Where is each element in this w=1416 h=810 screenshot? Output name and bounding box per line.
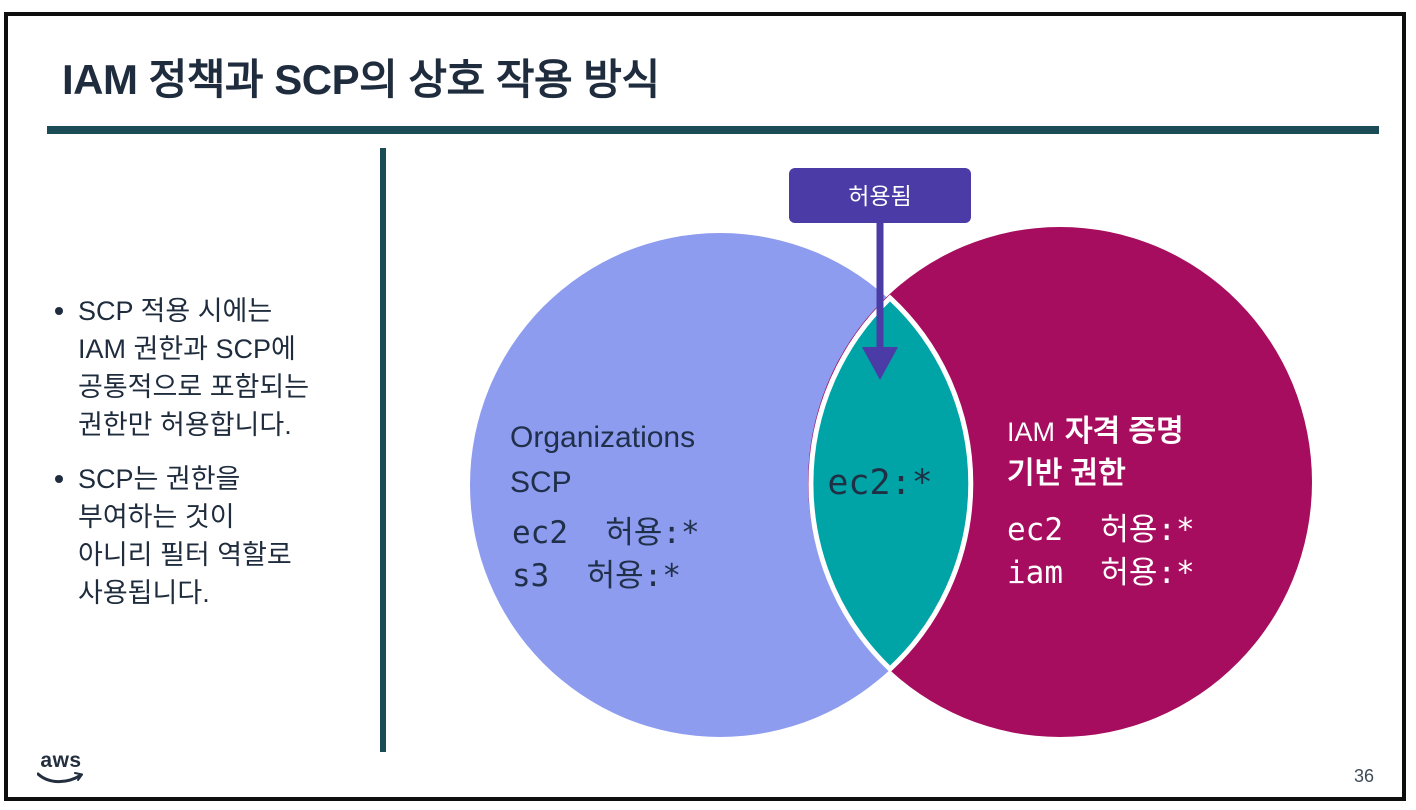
intersection-lens [808,294,974,673]
list-item: SCP 적용 시에는 IAM 권한과 SCP에 공통적으로 포함되는 권한만 허… [55,292,375,444]
bullet-list: SCP 적용 시에는 IAM 권한과 SCP에 공통적으로 포함되는 권한만 허… [55,292,375,612]
aws-smile-icon [37,772,83,784]
bullet-dot-icon [55,475,63,483]
bullet-line: SCP는 권한을 [78,464,241,494]
left-circle-name-line1: Organizations [510,421,695,454]
intersection-label: ec2:* [827,463,932,503]
aws-logo-text: aws [40,749,82,772]
bullet-line: IAM 권한과 SCP에 [78,334,296,364]
bullet-line: 권한만 허용합니다. [78,410,292,440]
right-circle-name-bold: 자격 증명 [1065,415,1184,448]
allowed-arrow-head [862,347,898,380]
page-title: IAM 정책과 SCP의 상호 작용 방식 [62,56,660,103]
bullet-line: 사용됩니다. [78,578,210,608]
allowed-callout-label: 허용됨 [848,183,911,209]
venn-diagram: 허용됨 Organizations SCP ec2 허용:* s3 허용:* e… [470,168,1312,737]
left-circle-name-line2: SCP [510,466,572,499]
list-item: SCP는 권한을 부여하는 것이 아니리 필터 역할로 사용됩니다. [55,460,375,612]
bullet-line: 공통적으로 포함되는 [78,372,310,402]
page-number: 36 [1353,766,1374,786]
right-circle-permission-2: iam 허용:* [1007,555,1195,591]
right-circle-name-line2: 기반 권한 [1007,457,1126,490]
left-circle-permission-2: s3 허용:* [512,558,681,594]
bullet-line: SCP 적용 시에는 [78,296,273,326]
right-circle-name-line1: IAM 자격 증명 [1007,415,1184,448]
slide-frame: IAM 정책과 SCP의 상호 작용 방식 SCP 적용 시에는 IAM 권한과… [4,12,1406,801]
bullet-dot-icon [55,307,63,315]
aws-logo: aws [35,750,87,786]
bullet-line: 아니리 필터 역할로 [78,540,292,570]
left-circle-permission-1: ec2 허용:* [512,515,700,551]
right-circle-permission-1: ec2 허용:* [1007,512,1195,548]
allowed-callout-box [789,168,971,223]
vertical-divider [380,148,386,752]
right-circle-name-prefix: IAM [1007,417,1055,447]
title-underline [47,126,1379,134]
bullet-line: 부여하는 것이 [78,502,235,532]
